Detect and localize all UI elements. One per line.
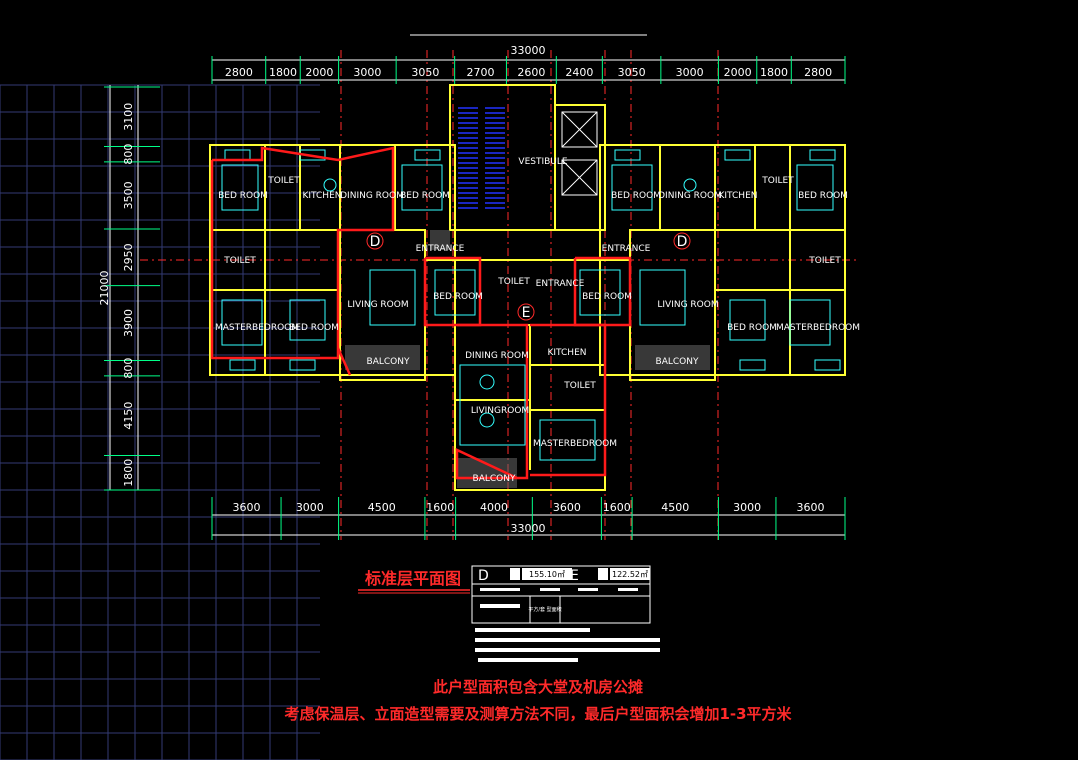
legend-unit-e: E <box>570 568 579 584</box>
legend-unit-d: D <box>478 568 489 584</box>
fixtures <box>221 149 841 461</box>
unit-mark-d-right: D <box>677 234 688 250</box>
room-label: BED ROOM <box>400 191 450 201</box>
room-label: ENTRANCE <box>536 279 585 289</box>
unit-mark-d-left: D <box>370 234 381 250</box>
room-label: BALCONY <box>367 357 410 367</box>
room-label: BALCONY <box>656 357 699 367</box>
top-dim-label: 2600 <box>517 66 545 79</box>
room-label: MASTERBEDROOM <box>533 439 617 449</box>
top-dim-label: 3050 <box>411 66 439 79</box>
room-label: LIVINGROOM <box>471 406 529 416</box>
room-label: LIVING ROOM <box>657 300 718 310</box>
room-label: BED ROOM <box>582 292 632 302</box>
room-label: BALCONY <box>473 474 516 484</box>
room-label: TOILET <box>497 277 530 287</box>
bottom-dim-label: 4000 <box>480 501 508 514</box>
top-dim-label: 2000 <box>305 66 333 79</box>
top-dim-label: 2700 <box>467 66 495 79</box>
drawing-title: 标准层平面图 <box>364 569 461 588</box>
left-dim-label: 3500 <box>122 181 135 209</box>
room-label: DINING ROOM <box>658 191 722 201</box>
room-label: MASTERBEDROOM <box>776 323 860 333</box>
note-line-2: 考虑保温层、立面造型需要及测算方法不同，最后户型面积会增加1-3平方米 <box>284 705 792 723</box>
bottom-dim-label: 1600 <box>603 501 631 514</box>
legend-area-d: 155.10㎡ <box>529 570 565 579</box>
room-label: KITCHEN <box>548 348 587 358</box>
top-dim-label: 2800 <box>804 66 832 79</box>
legend: 标准层平面图 D 155.10㎡ E 122.52㎡ 平方/套 型面积 <box>358 565 660 662</box>
bottom-dim-label: 3600 <box>233 501 261 514</box>
room-label: ENTRANCE <box>416 244 465 254</box>
bottom-dim-label: 3000 <box>733 501 761 514</box>
bottom-dim-label: 4500 <box>661 501 689 514</box>
left-dim-label: 1800 <box>122 459 135 487</box>
reference-grid <box>0 84 320 760</box>
legend-small-note: 平方/套 型面积 <box>528 606 561 613</box>
top-dim-label: 3000 <box>353 66 381 79</box>
room-labels: BED ROOM TOILET KITCHEN DINING ROOM BED … <box>215 157 860 484</box>
room-label: TOILET <box>267 176 300 186</box>
room-label: TOILET <box>563 381 596 391</box>
room-label: BED ROOM <box>289 323 339 333</box>
left-dim-label: 4150 <box>122 402 135 430</box>
unit-marks: D E D <box>366 232 691 321</box>
room-label: VESTIBULE <box>518 157 567 167</box>
top-dim-label: 1800 <box>269 66 297 79</box>
left-dim-label: 3100 <box>122 103 135 131</box>
left-total-dim: 21000 <box>98 271 111 306</box>
note-line-1: 此户型面积包含大堂及机房公摊 <box>433 678 643 696</box>
room-label: MASTERBEDROOM <box>215 323 299 333</box>
top-dim-label: 3000 <box>676 66 704 79</box>
unit-mark-e: E <box>522 305 531 321</box>
left-dim-label: 2950 <box>122 243 135 271</box>
top-dim-label: 2400 <box>565 66 593 79</box>
room-label: LIVING ROOM <box>347 300 408 310</box>
top-dim-label: 1800 <box>760 66 788 79</box>
room-label: BED ROOM <box>218 191 268 201</box>
top-dim-label: 2800 <box>225 66 253 79</box>
notes: 此户型面积包含大堂及机房公摊 考虑保温层、立面造型需要及测算方法不同，最后户型面… <box>284 678 792 723</box>
top-dimension-chain: 33000 2800 1800 2000 3000 3050 2700 2600 2400 30… <box>211 34 846 84</box>
left-dim-label: 800 <box>122 358 135 379</box>
room-label: TOILET <box>223 256 256 266</box>
room-label: TOILET <box>808 256 841 266</box>
bottom-dimension-chain: 3600 3000 4500 1600 4000 3600 1600 4500 3000 3600… <box>211 497 846 540</box>
room-label: KITCHEN <box>719 191 758 201</box>
room-label: ENTRANCE <box>602 244 651 254</box>
room-label: TOILET <box>761 176 794 186</box>
room-label: BED ROOM <box>611 191 661 201</box>
left-dim-label: 800 <box>122 144 135 165</box>
room-label: BED ROOM <box>727 323 777 333</box>
top-dim-label: 3050 <box>618 66 646 79</box>
top-dim-label: 2000 <box>724 66 752 79</box>
unit-outlines <box>210 146 632 480</box>
bottom-dim-label: 3600 <box>796 501 824 514</box>
bottom-total-dim: 33000 <box>511 522 546 535</box>
room-label: BED ROOM <box>433 292 483 302</box>
left-dimension-chain: 3100 800 3500 2950 3900 800 4150 1800 21000 <box>98 85 160 491</box>
room-label: DINING ROOM <box>465 351 529 361</box>
bottom-dim-label: 3000 <box>296 501 324 514</box>
stair-flights <box>458 107 505 209</box>
room-label: BED ROOM <box>798 191 848 201</box>
top-total-dim: 33000 <box>511 44 546 57</box>
left-dim-label: 3900 <box>122 309 135 337</box>
room-label: DINING ROOM <box>340 191 404 201</box>
bottom-dim-label: 1600 <box>426 501 454 514</box>
bottom-dim-label: 4500 <box>368 501 396 514</box>
room-label: KITCHEN <box>303 191 342 201</box>
elevators <box>561 111 598 196</box>
legend-area-e: 122.52㎡ <box>612 570 648 579</box>
bottom-dim-label: 3600 <box>553 501 581 514</box>
